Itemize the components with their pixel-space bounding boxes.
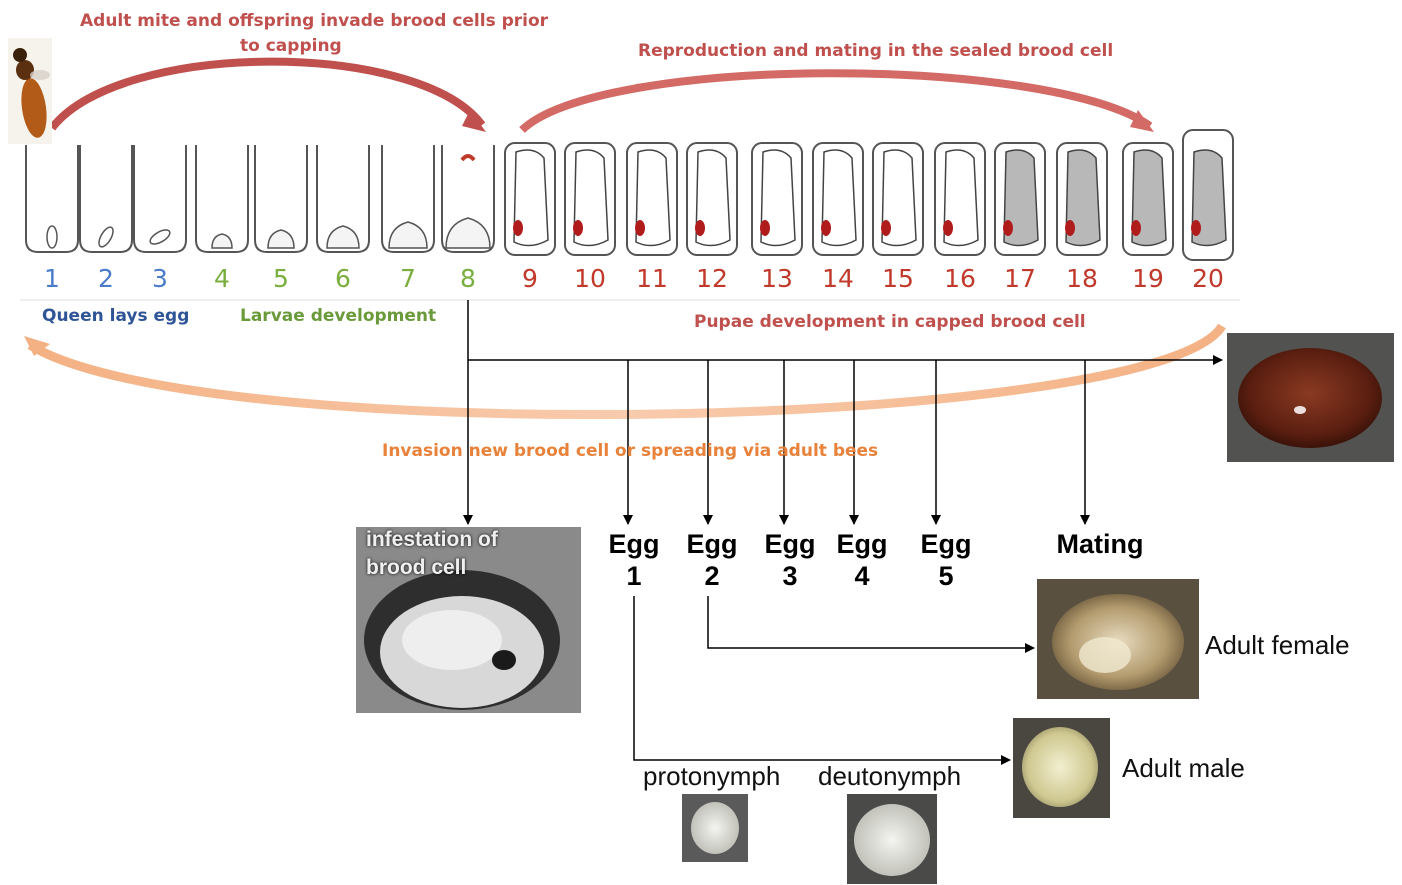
brood-cell-9 (505, 143, 555, 255)
deutonymph-label: deutonymph (818, 761, 961, 792)
brood-cell-12 (687, 143, 737, 255)
stage-number-3: 3 (140, 264, 180, 293)
brood-cell-19 (1123, 143, 1173, 255)
invasion-arc (30, 326, 1222, 415)
adult-male-photo (1013, 718, 1110, 818)
invade-caption-line2: to capping (240, 36, 342, 56)
egg-2-label: Egg2 (677, 528, 747, 592)
stage-number-9: 9 (510, 264, 550, 293)
brood-cell-11 (627, 143, 677, 255)
stage-number-19: 19 (1128, 264, 1168, 293)
brood-cell-1 (26, 145, 78, 252)
stage-number-20: 20 (1188, 264, 1228, 293)
brood-cell-6 (317, 145, 369, 252)
bee-icon (8, 38, 52, 144)
brood-cell-16 (935, 143, 985, 255)
stage-number-5: 5 (261, 264, 301, 293)
stage-number-18: 18 (1062, 264, 1102, 293)
stage-number-6: 6 (323, 264, 363, 293)
infestation-label-line2: brood cell (366, 554, 498, 582)
invade-arc (52, 62, 482, 128)
protonymph-photo (682, 794, 748, 862)
stage-number-16: 16 (940, 264, 980, 293)
stage-number-8: 8 (448, 264, 488, 293)
brood-cell-18 (1057, 143, 1107, 255)
reproduction-arc (522, 73, 1150, 130)
reproduction-caption: Reproduction and mating in the sealed br… (638, 41, 1113, 61)
brood-cell-8 (442, 145, 494, 252)
brood-cell-3 (134, 145, 186, 252)
stage-number-1: 1 (32, 264, 72, 293)
stage-number-2: 2 (86, 264, 126, 293)
arrow-adult-male (634, 596, 1010, 760)
brood-cell-20 (1183, 130, 1233, 260)
brood-cell-7 (382, 145, 434, 252)
stage-number-7: 7 (388, 264, 428, 293)
stage-number-4: 4 (202, 264, 242, 293)
stage-number-11: 11 (632, 264, 672, 293)
brood-cell-13 (752, 143, 802, 255)
infestation-label: infestation of brood cell (366, 526, 498, 582)
egg-4-label: Egg4 (827, 528, 897, 592)
egg-1-label: Egg1 (599, 528, 669, 592)
infestation-label-line1: infestation of (366, 526, 498, 554)
stage-number-13: 13 (757, 264, 797, 293)
invade-caption-line1: Adult mite and offspring invade brood ce… (80, 11, 548, 31)
egg-3-label: Egg3 (755, 528, 825, 592)
brood-cell-row (26, 130, 1233, 260)
brood-cell-4 (196, 145, 248, 252)
adult-male-label: Adult male (1122, 753, 1245, 784)
stage-number-12: 12 (692, 264, 732, 293)
deutonymph-photo (847, 794, 937, 884)
pupae-caption: Pupae development in capped brood cell (694, 312, 1086, 332)
brood-cell-15 (873, 143, 923, 255)
brood-cell-10 (565, 143, 615, 255)
protonymph-label: protonymph (643, 761, 780, 792)
brood-cell-17 (995, 143, 1045, 255)
brood-cell-2 (80, 145, 132, 252)
stage-number-17: 17 (1000, 264, 1040, 293)
stage-number-15: 15 (878, 264, 918, 293)
adult-female-photo (1037, 579, 1199, 699)
invasion-caption: Invasion new brood cell or spreading via… (382, 441, 878, 461)
mother-mite-photo (1227, 333, 1394, 462)
egg-5-label: Egg5 (911, 528, 981, 592)
adult-female-label: Adult female (1205, 630, 1350, 661)
stage-number-14: 14 (818, 264, 858, 293)
larvae-caption: Larvae development (240, 306, 436, 326)
brood-cell-14 (813, 143, 863, 255)
stage-number-10: 10 (570, 264, 610, 293)
queen-lays-caption: Queen lays egg (42, 306, 189, 326)
brood-cell-5 (255, 145, 307, 252)
arrow-adult-female (708, 596, 1034, 648)
mating-label: Mating (1045, 528, 1155, 560)
